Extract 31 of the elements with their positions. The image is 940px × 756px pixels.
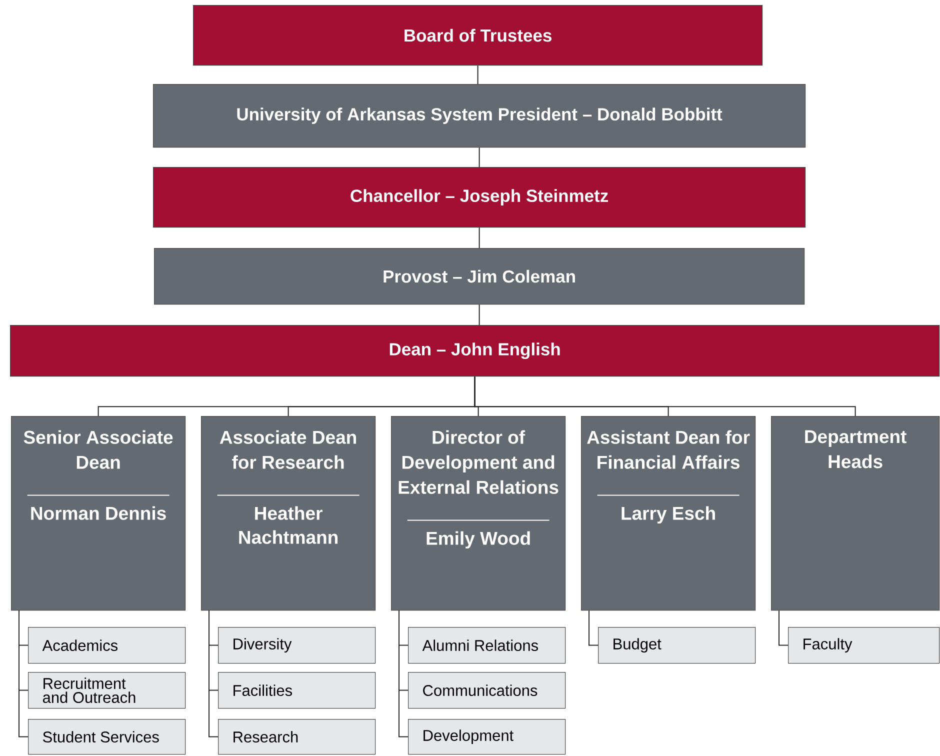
- unit-box: Development: [408, 719, 566, 755]
- unit-box: Research: [218, 719, 376, 755]
- connector-line: [477, 65, 478, 84]
- connector-line: [478, 227, 480, 248]
- title-box: Provost – Jim Coleman: [154, 248, 805, 305]
- unit-box: Academics: [28, 627, 186, 664]
- unit-box: Faculty: [788, 627, 940, 664]
- position-box: Associate Dean for Research Heather Nachtmann: [201, 416, 376, 611]
- position-box: Director of Development and External Relations Emily Wood: [391, 416, 566, 611]
- unit-box: Student Services: [28, 719, 186, 755]
- connector-line: [778, 610, 788, 646]
- connector-line: [474, 376, 856, 416]
- unit-box: Recruitment and Outreach: [28, 672, 186, 709]
- title-box: University of Arkansas System President – Donald Bobbitt: [153, 84, 806, 148]
- title-box: Chancellor – Joseph Steinmetz: [153, 167, 806, 228]
- title-box: Dean – John English: [10, 325, 940, 377]
- position-box: Assistant Dean for Financial Affairs Larry Esch: [581, 416, 756, 611]
- connector-line: [478, 304, 480, 326]
- unit-box: Communications: [408, 672, 566, 709]
- unit-box: Facilities: [218, 672, 376, 709]
- connector-line: [208, 610, 218, 738]
- unit-box: Alumni Relations: [408, 627, 566, 664]
- connector-line: [588, 610, 598, 646]
- connector-line: [478, 147, 480, 168]
- title-box: Board of Trustees: [193, 5, 763, 66]
- position-box: Senior Associate Dean Norman Dennis: [11, 416, 186, 611]
- connector-line: [18, 610, 28, 738]
- position-box: Department Heads: [771, 416, 940, 611]
- connector-line: [398, 610, 408, 738]
- unit-box: Budget: [598, 627, 756, 664]
- unit-box: Diversity: [218, 627, 376, 664]
